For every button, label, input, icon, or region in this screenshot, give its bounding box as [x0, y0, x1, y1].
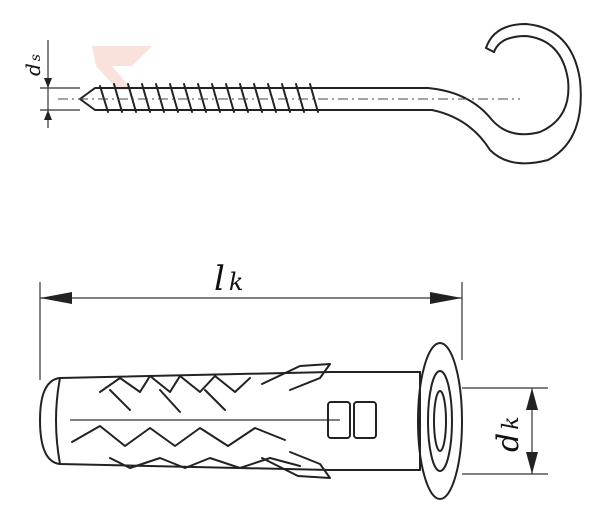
plug-slot-1 — [327, 401, 351, 439]
plug-bore — [433, 390, 447, 452]
ds-arrow-bottom — [44, 110, 52, 120]
screw-thread-body — [79, 87, 321, 111]
dk-arrow-bottom — [526, 452, 538, 474]
plug-flange — [417, 342, 463, 500]
plug-upper-fins — [109, 389, 226, 413]
ds-arrow-top — [44, 78, 52, 88]
watermark-logo — [92, 46, 152, 90]
screw-shank — [319, 87, 433, 111]
plug-body-outline — [39, 371, 421, 471]
plug-slot-2 — [353, 401, 377, 439]
screw-hook-inner — [431, 23, 582, 165]
plug-flange-inner — [427, 370, 453, 472]
watermark-k-shape — [92, 46, 152, 90]
plug-top-wing — [261, 363, 331, 391]
plug-upper-teeth — [99, 375, 251, 393]
plug-lower-teeth — [71, 425, 286, 447]
plug-collar — [379, 371, 421, 471]
plug-bottom-wing — [261, 451, 331, 479]
screw-threads — [99, 83, 319, 113]
plug-nose — [55, 377, 61, 465]
dk-label: dk — [491, 416, 526, 452]
lk-arrow-right — [430, 292, 462, 304]
lk-arrow-left — [40, 292, 72, 304]
screw-hook — [427, 35, 570, 136]
hook-screw: ds — [21, 23, 582, 165]
dk-arrow-top — [526, 388, 538, 410]
ds-label: ds — [21, 54, 45, 76]
